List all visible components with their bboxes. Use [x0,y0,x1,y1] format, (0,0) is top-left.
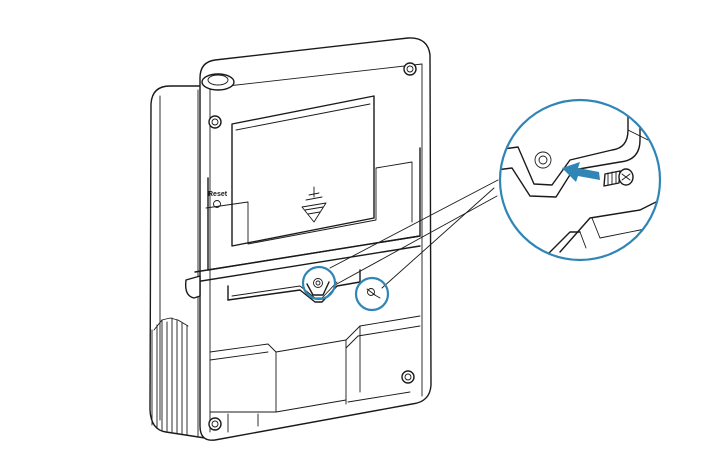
highlight-ring [301,265,337,301]
corner-screw-top-right [403,62,417,76]
highlight-circle-screw [354,276,390,312]
screw-icon [603,168,634,187]
device-side-face [149,85,206,439]
corner-screw-top-left [208,115,222,129]
heatsink-fins [151,317,189,436]
insert-arrow-icon [562,162,600,182]
highlight-ring [354,276,390,312]
corner-screw-bottom-left [208,417,222,431]
keyhole-slot [306,278,330,296]
mounting-bracket [184,147,421,303]
callout-leader-lines [329,179,499,289]
zoom-callout-ring [498,98,662,262]
mounting-screw-icon [366,288,381,299]
top-button [201,73,235,91]
reset-indicator: Reset [208,191,228,208]
reset-label: Reset [208,191,228,198]
zoom-callout [498,98,662,262]
ground-symbol-icon [301,186,327,223]
highlight-circle-keyhole [301,265,337,301]
lower-panel [209,315,421,433]
label-plate [231,95,375,247]
corner-screw-bottom-right [401,370,415,384]
